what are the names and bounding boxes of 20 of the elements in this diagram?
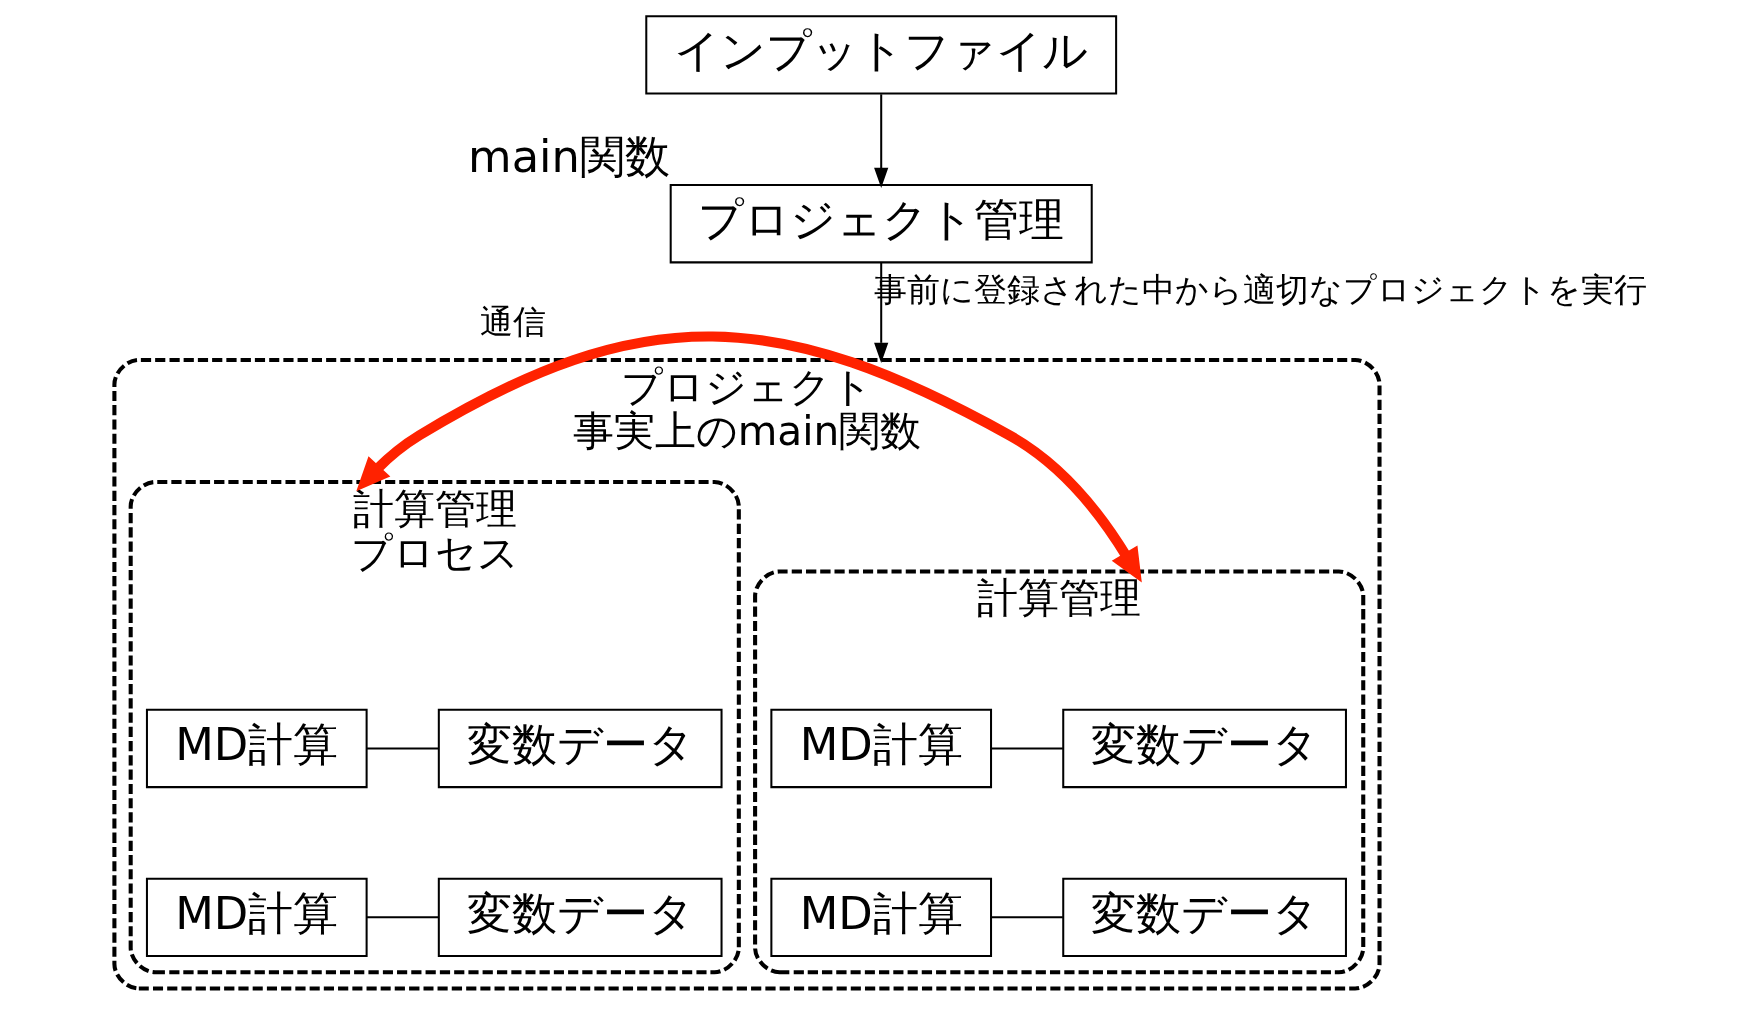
node-box: MD計算 (769, 877, 992, 957)
node-box: MD計算 (145, 877, 368, 957)
connector (366, 916, 438, 919)
connector (990, 916, 1063, 919)
node-box: インプットファイル (644, 15, 1117, 95)
node-box: 変数データ (437, 877, 723, 957)
node-box: 変数データ (1061, 877, 1347, 957)
node-box: MD計算 (145, 708, 368, 789)
node-label: 事実上のmain関数 (572, 407, 921, 456)
arrow (355, 331, 1142, 583)
node-label: main関数 (467, 130, 670, 184)
arrow (873, 94, 888, 189)
connector (366, 747, 438, 750)
edge-label: 通信 (479, 303, 546, 342)
node-box: プロジェクト管理 (669, 184, 1093, 264)
connector (990, 747, 1063, 750)
node-label: プロセス (350, 529, 519, 578)
node-box: MD計算 (769, 708, 992, 789)
node-box: 変数データ (1061, 708, 1347, 789)
node-box: 変数データ (437, 708, 723, 789)
